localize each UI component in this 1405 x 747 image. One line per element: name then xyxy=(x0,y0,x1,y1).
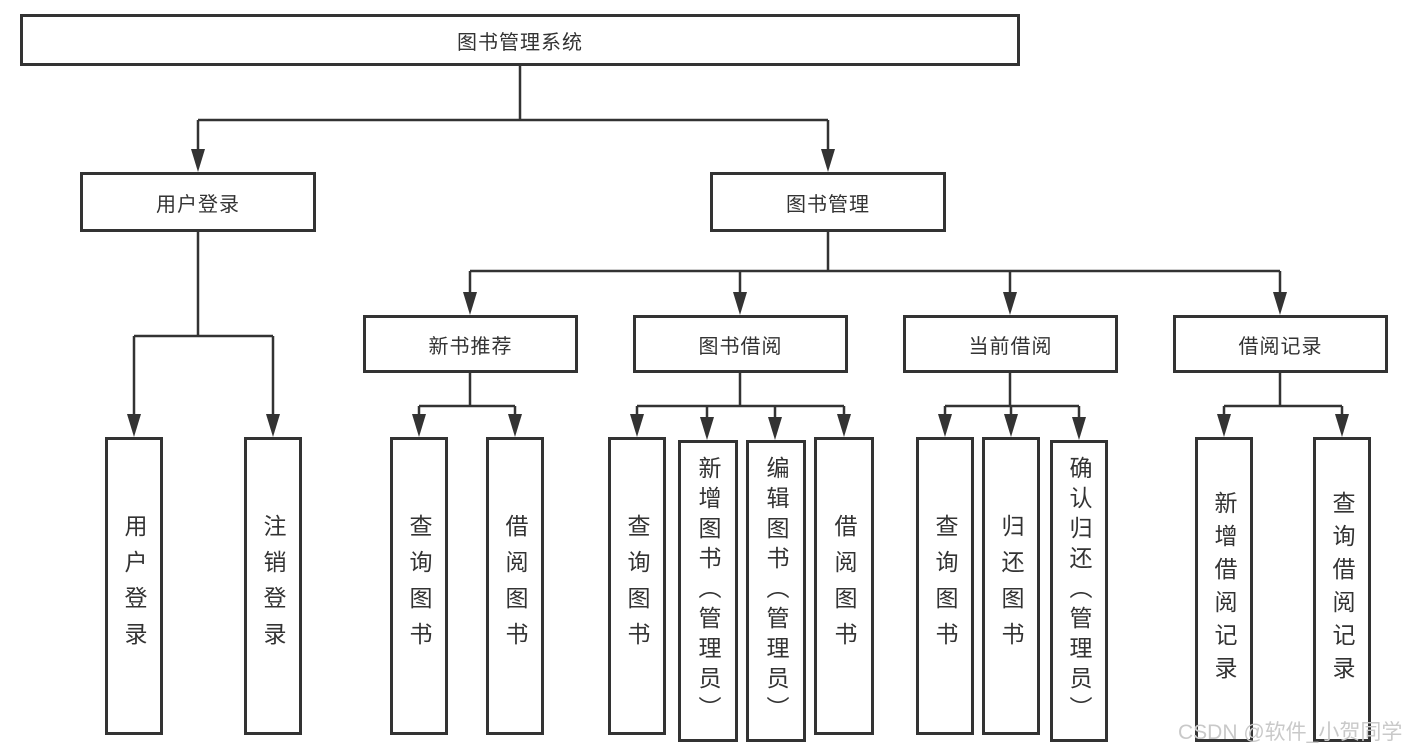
node-root-system: 图书管理系统 xyxy=(20,14,1020,66)
connector-bookmgmt-branch xyxy=(468,232,1282,294)
arrowhead xyxy=(412,414,426,437)
leaf-borrow-edit-admin: 编辑图书（管理员） xyxy=(746,440,806,742)
leaf-confirm-return-admin: 确认归还（管理员） xyxy=(1050,440,1108,742)
leaf-user-login: 用户登录 xyxy=(105,437,163,735)
arrowhead xyxy=(463,292,477,315)
arrowhead xyxy=(191,149,205,172)
leaf-newbook-borrow: 借阅图书 xyxy=(486,437,544,735)
leaf-record-add: 新增借阅记录 xyxy=(1195,437,1253,742)
connector-userlogin-branch xyxy=(132,232,275,416)
arrowheads xyxy=(127,149,1349,440)
connector-currentborrow-branch xyxy=(943,373,1081,419)
connector-root-to-level2 xyxy=(196,66,830,152)
leaf-newbook-query: 查询图书 xyxy=(390,437,448,735)
node-current-borrow: 当前借阅 xyxy=(903,315,1118,373)
node-new-book-recommend: 新书推荐 xyxy=(363,315,578,373)
leaf-current-return: 归还图书 xyxy=(982,437,1040,735)
arrowhead xyxy=(1217,414,1231,437)
arrowhead xyxy=(733,292,747,315)
node-book-management: 图书管理 xyxy=(710,172,946,232)
node-book-borrow: 图书借阅 xyxy=(633,315,848,373)
arrowhead xyxy=(700,417,714,440)
connector-borrowrecord-branch xyxy=(1222,373,1344,416)
arrowhead xyxy=(508,414,522,437)
csdn-watermark: CSDN @软件_小贺同学 xyxy=(1178,721,1403,744)
leaf-record-query: 查询借阅记录 xyxy=(1313,437,1371,742)
arrowhead xyxy=(266,414,280,437)
node-user-login: 用户登录 xyxy=(80,172,316,232)
arrowhead xyxy=(821,149,835,172)
arrowhead xyxy=(1004,414,1018,437)
leaf-logout: 注销登录 xyxy=(244,437,302,735)
arrowhead xyxy=(1273,292,1287,315)
arrowhead xyxy=(630,414,644,437)
arrowhead xyxy=(1003,292,1017,315)
connector-newbook-branch xyxy=(417,373,517,416)
leaf-borrow-book: 借阅图书 xyxy=(814,437,874,735)
leaf-borrow-add-admin: 新增图书（管理员） xyxy=(678,440,738,742)
arrowhead xyxy=(837,414,851,437)
node-borrow-record: 借阅记录 xyxy=(1173,315,1388,373)
leaf-current-query: 查询图书 xyxy=(916,437,974,735)
connector-bookborrow-branch xyxy=(635,373,846,419)
arrowhead xyxy=(938,414,952,437)
leaf-borrow-query: 查询图书 xyxy=(608,437,666,735)
arrowhead xyxy=(1335,414,1349,437)
arrowhead xyxy=(127,414,141,437)
arrowhead xyxy=(768,417,782,440)
arrowhead xyxy=(1072,417,1086,440)
